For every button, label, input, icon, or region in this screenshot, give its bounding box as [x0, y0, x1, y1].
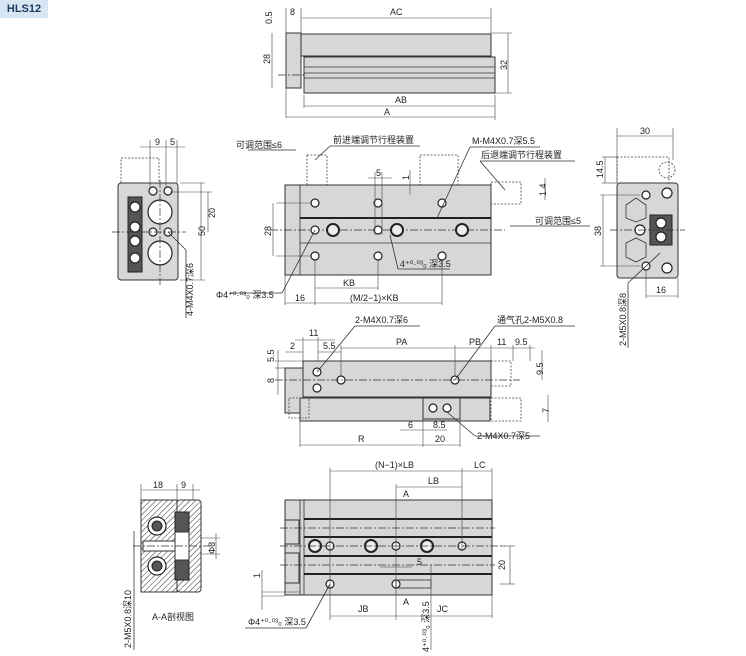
dim-8-5: 8.5	[433, 420, 446, 430]
bottom-view: (N−1)×LB LC LB A 5 20 1 A JB JC Φ4⁺⁰·⁰³₀…	[245, 460, 515, 652]
thread-note-top: 2-M4X0.7深6	[355, 315, 408, 325]
adj-range-front: 可调范围≤6	[236, 139, 282, 150]
dim-5-5: 5.5	[323, 341, 336, 351]
vent-note: 通气孔2-M5X0.8	[497, 314, 563, 325]
dim-PB: PB	[469, 337, 481, 347]
dim-1-4: 1.4	[538, 183, 548, 196]
thread-note: 4-M4X0.7深6	[185, 263, 195, 316]
dim-JC: JC	[437, 604, 449, 614]
dim-16: 16	[295, 293, 305, 303]
dim-5: 5	[170, 137, 175, 147]
dim-M-KB: (M/2−1)×KB	[350, 293, 399, 303]
thread-note-bottom: 2-M4X0.7深5	[477, 431, 530, 441]
side-view: 2-M4X0.7深6 通气孔2-M5X0.8 11 2 5.5 PA PB 11…	[266, 314, 575, 447]
dim-18: 18	[153, 480, 163, 490]
pin-note-vertical: 4⁺⁰·⁰³₀ 深3.5	[421, 601, 431, 652]
section-mark-A-top: A	[403, 489, 409, 499]
dim-9: 9	[181, 480, 186, 490]
dim-0-5: 0.5	[264, 11, 274, 24]
dim-AB: AB	[395, 95, 407, 105]
dim-5-5-vertical: 5.5	[266, 349, 276, 362]
dim-AC: AC	[390, 7, 403, 17]
dim-A: A	[384, 107, 390, 117]
dim-32: 32	[499, 60, 509, 70]
top-view: 0.5 8 AC 28 32 AB A	[262, 7, 512, 120]
dim-LC: LC	[474, 460, 486, 470]
dim-38: 38	[593, 226, 603, 236]
dim-14-5: 14.5	[595, 160, 605, 178]
dim-28: 28	[262, 54, 272, 64]
rear-stroke-adjuster-label: 后退端调节行程装置	[481, 149, 562, 160]
left-end-view: 9 5 20 50 4-M4X0.7深6	[112, 137, 217, 318]
right-end-view: 30 14.5 38 16 2-M5X0.8深8	[593, 126, 685, 348]
dim-11b: 11	[497, 337, 506, 347]
dim-11: 11	[309, 328, 318, 338]
port-note: 2-M5X0.8深10	[123, 590, 133, 648]
dim-8: 8	[290, 7, 295, 17]
dim-20: 20	[435, 434, 445, 444]
dim-7-vertical: 7	[541, 408, 551, 413]
dim-6: 6	[408, 420, 413, 430]
dim-N-LB: (N−1)×LB	[375, 460, 414, 470]
pin-note-right: 4⁺⁰·⁰³₀ 深3.5	[400, 259, 451, 269]
dim-1: 1	[401, 175, 411, 180]
dim-9-5: 9.5	[515, 337, 528, 347]
adj-range-rear: 可调范围≤5	[535, 215, 581, 226]
dim-28: 28	[263, 226, 273, 236]
thread-note: M-M4X0.7深5.5	[472, 136, 535, 146]
dim-9: 9	[155, 137, 160, 147]
dim-20: 20	[497, 560, 507, 570]
mounting-holes	[310, 198, 469, 261]
section-view-a-a: 18 9 Φ8 A-A剖视图 2-M5X0.8深10	[123, 480, 220, 650]
front-stroke-adjuster-label: 前进端调节行程装置	[333, 134, 414, 145]
dim-JB: JB	[358, 604, 369, 614]
section-mark-A-bottom: A	[403, 597, 409, 607]
dim-R: R	[358, 434, 365, 444]
dim-phi8: Φ8	[207, 542, 217, 554]
port-note: 2-M5X0.8深8	[618, 293, 628, 346]
pin-note-left: Φ4⁺⁰·⁰³₀ 深3.5	[248, 617, 306, 627]
dim-8-vertical: 8	[266, 378, 276, 383]
dim-16: 16	[656, 285, 666, 295]
dim-LB: LB	[428, 476, 439, 486]
dim-9-5-vertical: 9.5	[535, 362, 545, 375]
dim-KB: KB	[343, 278, 355, 288]
section-title: A-A剖视图	[152, 611, 194, 622]
dim-30: 30	[640, 126, 650, 136]
pin-note-left: Φ4⁺⁰·⁰³₀ 深3.5	[216, 290, 274, 300]
dim-5: 5	[376, 168, 381, 178]
dim-50: 50	[197, 226, 207, 236]
dim-5: 5	[417, 557, 422, 567]
front-view: 可调范围≤6 前进端调节行程装置 M-M4X0.7深5.5 后退端调节行程装置 …	[216, 134, 590, 305]
dim-2: 2	[290, 341, 295, 351]
dim-20: 20	[207, 208, 217, 218]
model-badge: HLS12	[0, 0, 48, 18]
dim-1: 1	[252, 573, 262, 578]
dim-PA: PA	[396, 337, 407, 347]
